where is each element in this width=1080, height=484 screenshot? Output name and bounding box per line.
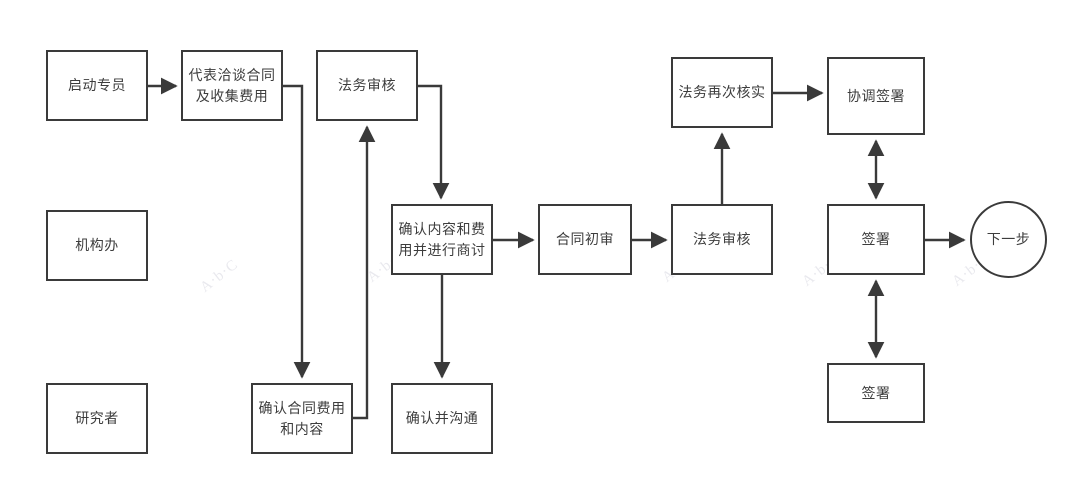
node-label: 确认合同费用 和内容 (258, 400, 346, 437)
node-label: 法务审核 (693, 231, 751, 248)
node-label: 代表洽谈合同 及收集费用 (188, 67, 276, 104)
node-contract-first-review[interactable]: 合同初审 (538, 204, 632, 275)
node-coordinate-signing[interactable]: 协调签署 (827, 57, 925, 135)
node-signing-mid[interactable]: 签署 (827, 204, 925, 275)
node-next-step[interactable]: 下一步 (970, 201, 1047, 278)
node-label: 确认内容和费 用并进行商讨 (398, 221, 486, 258)
node-legal-review-mid[interactable]: 法务审核 (671, 204, 773, 275)
edge-n3-n7 (418, 84, 450, 200)
node-confirm-and-communicate[interactable]: 确认并沟通 (391, 383, 493, 454)
node-label: 签署 (861, 231, 891, 248)
node-rep-negotiate-contract[interactable]: 代表洽谈合同 及收集费用 (181, 50, 283, 121)
node-label: 下一步 (986, 231, 1031, 248)
node-label: 协调签署 (847, 87, 905, 104)
node-legal-review-top[interactable]: 法务审核 (316, 50, 418, 121)
node-label: 法务审核 (338, 77, 396, 94)
edge-n2-n13 (283, 84, 311, 379)
node-signing-bottom[interactable]: 签署 (827, 363, 925, 423)
node-confirm-contract-fee-content[interactable]: 确认合同费用 和内容 (251, 383, 353, 454)
edge-n13-n3 (353, 125, 376, 420)
node-researcher[interactable]: 研究者 (46, 383, 148, 454)
node-label: 研究者 (75, 410, 119, 427)
node-label: 法务再次核实 (678, 84, 766, 101)
node-label: 启动专员 (68, 77, 126, 94)
node-label: 确认并沟通 (405, 410, 479, 427)
node-confirm-content-and-fee[interactable]: 确认内容和费 用并进行商讨 (391, 204, 493, 275)
node-label: 机构办 (75, 237, 119, 254)
node-label: 合同初审 (556, 231, 614, 248)
node-legal-recheck[interactable]: 法务再次核实 (671, 57, 773, 128)
node-label: 签署 (861, 384, 891, 401)
node-institution-office[interactable]: 机构办 (46, 210, 148, 281)
node-start-specialist[interactable]: 启动专员 (46, 50, 148, 121)
